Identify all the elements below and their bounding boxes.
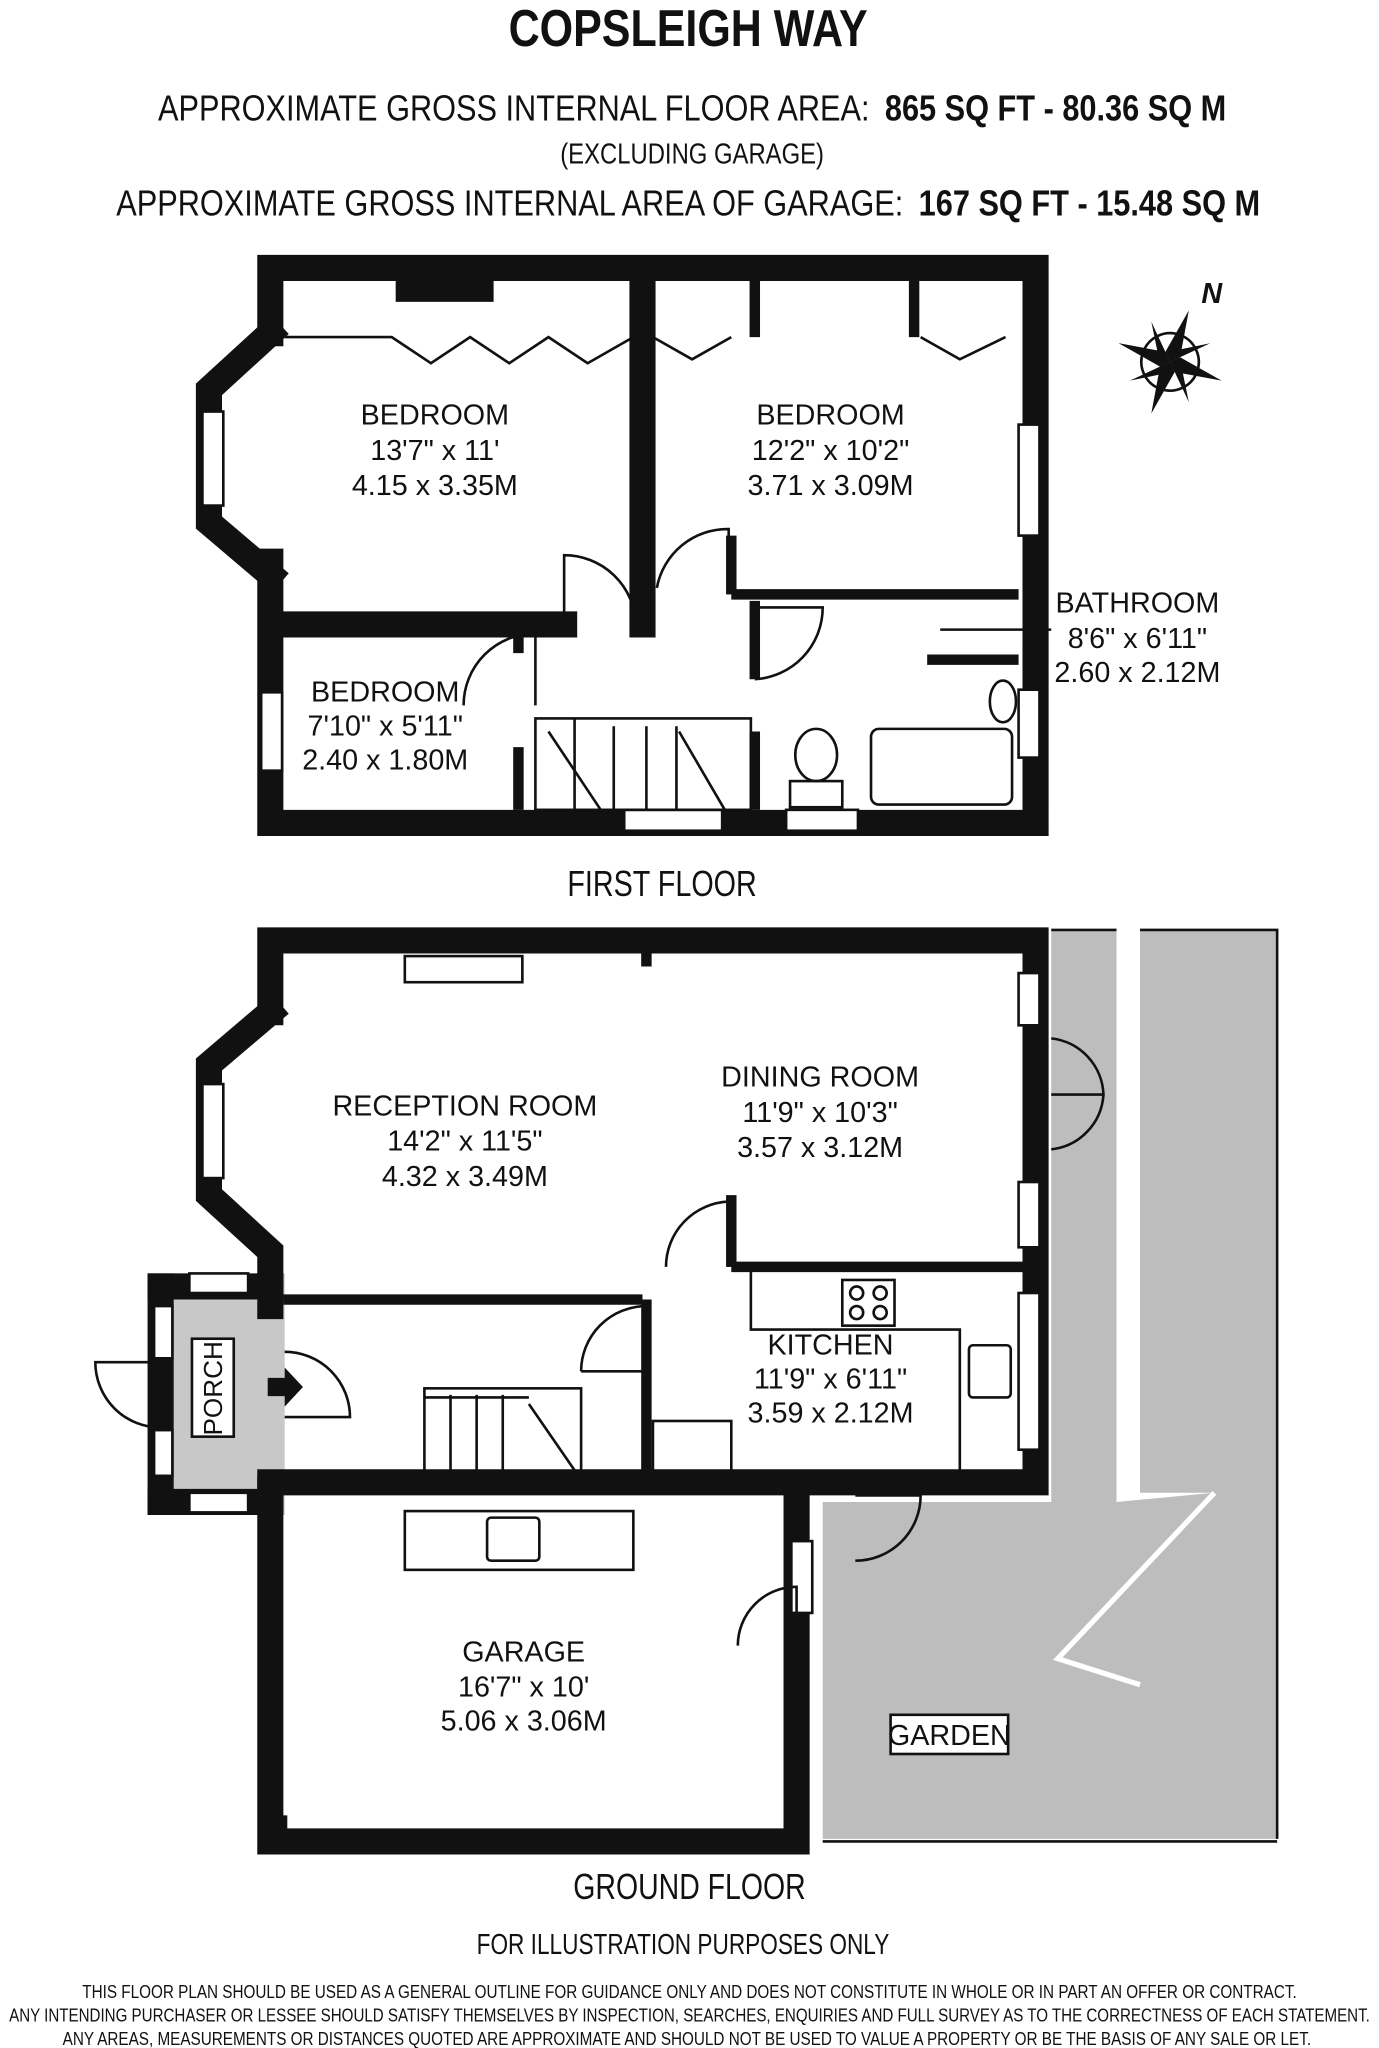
room-size-metric: 4.15 x 3.35M — [352, 470, 518, 502]
room-name: BEDROOM — [311, 676, 459, 708]
room-kitchen: KITCHEN 11'9" x 6'11" 3.59 x 2.12M — [748, 1329, 914, 1429]
room-size-imperial: 11'9" x 6'11" — [754, 1363, 907, 1395]
garage-area-value: 167 SQ FT - 15.48 SQ M — [919, 183, 1261, 224]
room-size-metric: 4.32 x 3.49M — [382, 1161, 548, 1193]
room-bedroom-3: BEDROOM 7'10" x 5'11" 2.40 x 1.80M — [302, 676, 468, 776]
hob-icon — [840, 1278, 896, 1327]
room-name: RECEPTION ROOM — [332, 1090, 597, 1122]
garage-area-label: APPROXIMATE GROSS INTERNAL AREA OF GARAG… — [116, 183, 903, 224]
room-size-imperial: 7'10" x 5'11" — [308, 710, 463, 742]
disclaimer-line: ANY AREAS, MEASUREMENTS OR DISTANCES QUO… — [63, 2028, 1311, 2048]
room-name: BEDROOM — [361, 400, 509, 432]
room-size-imperial: 8'6" x 6'11" — [1068, 623, 1207, 655]
room-size-metric: 2.40 x 1.80M — [302, 744, 468, 776]
room-size-metric: 3.59 x 2.12M — [748, 1397, 914, 1429]
room-name: BEDROOM — [756, 400, 904, 432]
plan-title: COPSLEIGH WAY — [509, 0, 868, 58]
room-name: BATHROOM — [1056, 588, 1220, 620]
disclaimer-line: THIS FLOOR PLAN SHOULD BE USED AS A GENE… — [82, 1981, 1296, 2002]
room-size-metric: 5.06 x 3.06M — [441, 1705, 607, 1737]
room-reception: RECEPTION ROOM 14'2" x 11'5" 4.32 x 3.49… — [332, 1090, 597, 1193]
room-bedroom-2: BEDROOM 12'2" x 10'2" 3.71 x 3.09M — [748, 400, 914, 503]
toilet-icon — [793, 727, 839, 783]
room-size-metric: 3.57 x 3.12M — [737, 1132, 903, 1164]
garage-area-line: APPROXIMATE GROSS INTERNAL AREA OF GARAG… — [116, 183, 1260, 224]
compass-north-label: N — [1201, 278, 1223, 310]
room-size-metric: 3.71 x 3.09M — [748, 470, 914, 502]
room-bedroom-1: BEDROOM 13'7" x 11' 4.15 x 3.35M — [352, 400, 518, 503]
garden-label: GARDEN — [888, 1720, 1011, 1752]
room-name: DINING ROOM — [721, 1062, 919, 1094]
disclaimer-line: ANY INTENDING PURCHASER OR LESSEE SHOULD… — [9, 2005, 1370, 2026]
excluding-garage-note: (EXCLUDING GARAGE) — [560, 138, 824, 170]
room-size-imperial: 12'2" x 10'2" — [752, 435, 910, 467]
room-size-imperial: 11'9" x 10'3" — [742, 1097, 897, 1129]
entrance-arrow-icon — [267, 1367, 303, 1407]
room-garage: GARAGE 16'7" x 10' 5.06 x 3.06M — [441, 1636, 607, 1737]
kitchen-sink-icon — [967, 1343, 1013, 1399]
bathtub-icon — [869, 727, 1014, 806]
floor-area-line: APPROXIMATE GROSS INTERNAL FLOOR AREA: 86… — [158, 87, 1226, 128]
room-size-metric: 2.60 x 2.12M — [1054, 657, 1220, 689]
garden-area — [822, 1501, 1117, 1839]
room-dining: DINING ROOM 11'9" x 10'3" 3.57 x 3.12M — [721, 1062, 919, 1165]
room-size-imperial: 14'2" x 11'5" — [387, 1126, 542, 1158]
floor-area-value: 865 SQ FT - 80.36 SQ M — [885, 87, 1226, 128]
sink-icon — [988, 679, 1018, 724]
ground-floor-plan — [94, 927, 1279, 1855]
porch-label: PORCH — [198, 1341, 228, 1435]
room-bathroom: BATHROOM 8'6" x 6'11" 2.60 x 2.12M — [940, 588, 1220, 689]
ground-floor-label: GROUND FLOOR — [573, 1866, 805, 1907]
room-size-imperial: 13'7" x 11' — [370, 435, 499, 467]
floor-area-label: APPROXIMATE GROSS INTERNAL FLOOR AREA: — [158, 87, 870, 128]
first-floor-plan — [195, 254, 1049, 836]
room-name: GARAGE — [462, 1636, 585, 1668]
garage-sink-icon — [485, 1516, 541, 1563]
room-name: KITCHEN — [768, 1329, 894, 1361]
first-floor-label: FIRST FLOOR — [567, 863, 756, 904]
illustration-note: FOR ILLUSTRATION PURPOSES ONLY — [477, 1929, 890, 1961]
compass-icon — [1118, 310, 1222, 414]
room-size-imperial: 16'7" x 10' — [458, 1672, 589, 1704]
